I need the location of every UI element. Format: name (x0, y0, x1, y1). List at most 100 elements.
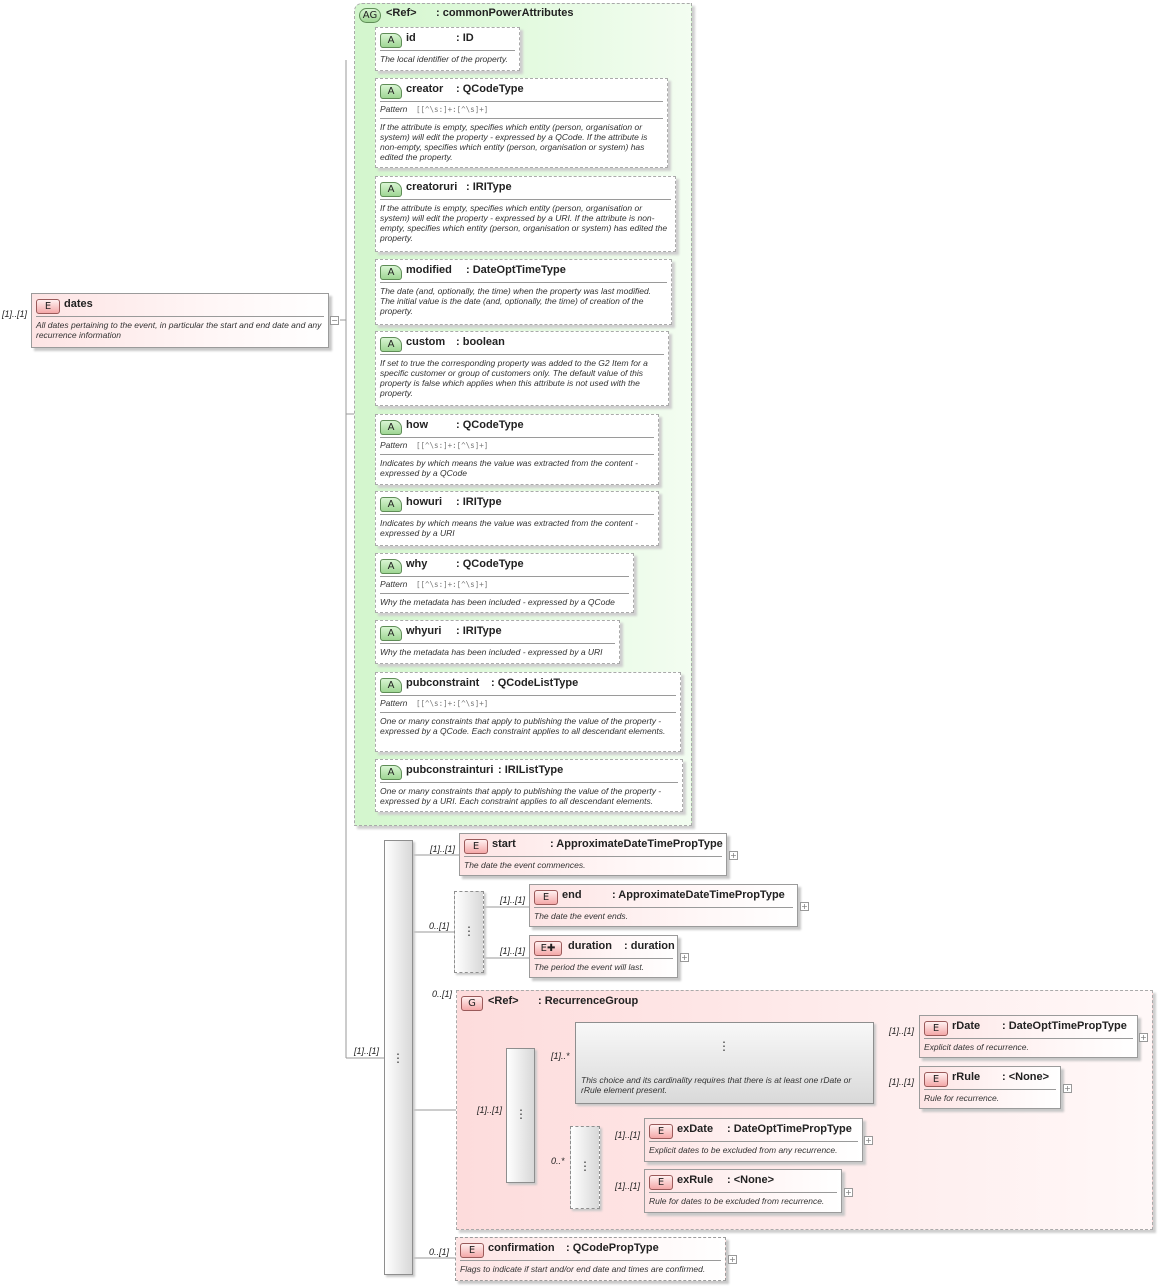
attribute-icon: A (380, 420, 402, 435)
element-exDate[interactable]: E exDate : DateOptTimePropType Explicit … (644, 1118, 863, 1162)
choice-doc: This choice and its cardinality requires… (581, 1075, 852, 1095)
element-name: rRule (952, 1071, 981, 1083)
expand-icon[interactable]: + (728, 1255, 737, 1264)
element-doc: Explicit dates to be excluded from any r… (649, 1145, 838, 1155)
duration-cardinality: [1]..[1] (500, 946, 526, 956)
expand-icon[interactable]: + (800, 902, 809, 911)
attribute-type: : QCodeType (456, 83, 524, 95)
element-exRule[interactable]: E exRule : <None> Rule for dates to be e… (644, 1169, 842, 1213)
attribute-name: howuri (406, 496, 443, 508)
attribute-name: modified (406, 264, 452, 276)
attribute-doc: Indicates by which means the value was e… (380, 518, 638, 538)
element-name: end (562, 889, 582, 901)
attribute-type: : boolean (456, 336, 505, 348)
element-icon: E (464, 839, 488, 854)
attribute-doc: If set to true the corresponding propert… (380, 358, 648, 398)
attribute-doc: The local identifier of the property. (380, 54, 508, 64)
main-sequence[interactable]: ⋮ (384, 840, 413, 1275)
attribute-doc: The date (and, optionally, the time) whe… (380, 286, 652, 316)
collapse-icon[interactable]: − (330, 316, 339, 325)
element-icon: E (649, 1175, 673, 1190)
attribute-doc: If the attribute is empty, specifies whi… (380, 203, 668, 243)
end-duration-sequence[interactable]: ⋮ (454, 891, 484, 973)
element-name: start (492, 838, 516, 850)
attribute-pattern: Pattern[[^\s:]+:[^\s]+] (380, 579, 489, 589)
attribute-icon: A (380, 765, 402, 780)
attribute-type: : QCodeType (456, 419, 524, 431)
expand-icon[interactable]: + (1139, 1033, 1148, 1042)
element-type: : ApproximateDateTimePropType (550, 838, 723, 850)
element-end[interactable]: E end : ApproximateDateTimePropType The … (529, 884, 798, 927)
element-doc: The period the event will last. (534, 962, 645, 972)
attribute-icon: A (380, 626, 402, 641)
element-confirmation[interactable]: E confirmation : QCodePropType Flags to … (455, 1237, 726, 1281)
exclusion-sequence[interactable]: ⋮ (570, 1126, 600, 1209)
attribute-group-ref: <Ref> (386, 7, 417, 19)
attribute-icon: A (380, 678, 402, 693)
attribute-group-icon: AG (359, 8, 381, 23)
start-cardinality: [1]..[1] (430, 844, 456, 854)
attribute-name: why (406, 558, 428, 570)
element-duration[interactable]: E✚ duration : duration The period the ev… (529, 935, 678, 978)
attribute-type: : QCodeType (456, 558, 524, 570)
element-dates[interactable]: E dates All dates pertaining to the even… (31, 293, 329, 348)
attribute-pattern: Pattern[[^\s:]+:[^\s]+] (380, 698, 489, 708)
element-name: confirmation (488, 1242, 555, 1254)
group-icon: G (461, 996, 483, 1011)
expand-icon[interactable]: + (1063, 1084, 1072, 1093)
exdate-cardinality: [1]..[1] (615, 1130, 641, 1140)
expand-icon[interactable]: + (729, 851, 738, 860)
attribute-doc: One or many constraints that apply to pu… (380, 716, 666, 736)
attribute-name: pubconstrainturi (406, 764, 494, 776)
element-name: dates (64, 298, 93, 310)
element-type: : duration (624, 940, 675, 952)
attribute-doc: Indicates by which means the value was e… (380, 458, 638, 478)
element-type: : DateOptTimePropType (1002, 1020, 1127, 1032)
element-icon: E (460, 1243, 484, 1258)
sequence-icon: ⋮ (515, 1107, 527, 1121)
element-type: : ApproximateDateTimePropType (612, 889, 785, 901)
attribute-group-header[interactable]: AG <Ref> : commonPowerAttributes (358, 5, 688, 23)
element-doc: The date the event ends. (534, 911, 629, 921)
expand-icon[interactable]: + (844, 1188, 853, 1197)
rrule-cardinality: [1]..[1] (889, 1077, 915, 1087)
attribute-name: creatoruri (406, 181, 458, 193)
recurrence-choice[interactable]: ⋮ This choice and its cardinality requir… (575, 1022, 874, 1104)
attribute-pattern: Pattern[[^\s:]+:[^\s]+] (380, 104, 489, 114)
element-rDate[interactable]: E rDate : DateOptTimePropType Explicit d… (919, 1015, 1138, 1058)
element-rRule[interactable]: E rRule : <None> Rule for recurrence. (919, 1066, 1061, 1109)
attribute-type: : IRIType (456, 496, 502, 508)
group-ref: <Ref> (488, 995, 519, 1007)
attribute-name: pubconstraint (406, 677, 480, 689)
expand-icon[interactable]: + (864, 1136, 873, 1145)
element-doc: Flags to indicate if start and/or end da… (460, 1264, 706, 1274)
group-type: : RecurrenceGroup (538, 995, 639, 1007)
root-cardinality: [1]..[1] (2, 309, 28, 319)
recurrence-group-header[interactable]: G <Ref> : RecurrenceGroup (460, 993, 860, 1011)
element-name: exDate (677, 1123, 714, 1135)
attribute-type: : ID (456, 32, 474, 44)
element-start[interactable]: E start : ApproximateDateTimePropType Th… (459, 833, 727, 876)
expand-icon[interactable]: + (680, 953, 689, 962)
attribute-doc: Why the metadata has been included - exp… (380, 647, 603, 657)
recurrence-sequence-cardinality: [1]..[1] (477, 1105, 503, 1115)
attribute-icon: A (380, 337, 402, 352)
end-cardinality: [1]..[1] (500, 895, 526, 905)
exclusion-sequence-cardinality: 0..* (551, 1156, 565, 1166)
element-type: : DateOptTimePropType (727, 1123, 852, 1135)
sequence-cardinality: [1]..[1] (354, 1046, 380, 1056)
attribute-type: : IRIListType (498, 764, 564, 776)
recurrence-sequence[interactable]: ⋮ (506, 1048, 535, 1183)
attribute-icon: A (380, 265, 402, 280)
